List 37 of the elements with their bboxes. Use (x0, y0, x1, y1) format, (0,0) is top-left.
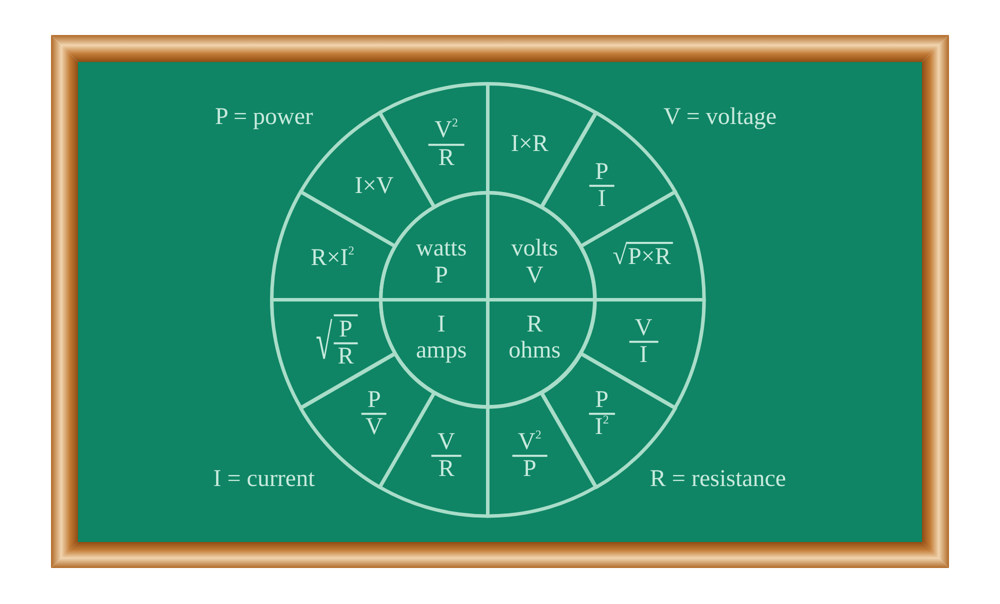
numerator: V$^{2}$ (428, 118, 464, 146)
numerator: V (432, 429, 461, 456)
unit-label: ohms (508, 338, 561, 364)
denominator: I$^{2}$ (594, 414, 610, 440)
denominator: R (437, 456, 456, 482)
variable-definition: P = power (215, 104, 313, 130)
radical-sign: √ (612, 242, 627, 269)
variable-definition: R = resistance (650, 466, 786, 492)
unit-label: watts (416, 236, 467, 262)
variable-definition: I = current (213, 466, 315, 492)
formula-text: R×I$^{2}$ (310, 245, 354, 272)
denominator: I (596, 187, 607, 212)
radicand: P×R (626, 242, 673, 270)
numerator: P (361, 388, 387, 415)
quantity-symbol: V (526, 262, 544, 289)
numerator: V$^{2}$ (512, 429, 548, 456)
quantity-symbol: R (526, 311, 543, 338)
denominator: V (364, 414, 384, 440)
formula-segment (270, 298, 398, 410)
quantity-symbol: P (434, 262, 448, 289)
radical-sign: √ (316, 316, 333, 367)
variable-definition: V = voltage (663, 104, 777, 130)
numerator: V (628, 315, 658, 343)
denominator: I (638, 342, 648, 368)
denominator: R (437, 145, 456, 171)
numerator: P (334, 314, 358, 344)
formula-text: I×R (510, 131, 548, 158)
numerator: P (589, 388, 615, 415)
unit-label: volts (511, 236, 558, 262)
formula-text: I×V (354, 172, 394, 200)
denominator: R (336, 344, 355, 370)
denominator: P (522, 456, 538, 482)
formula-segment (578, 298, 706, 410)
numerator: P (589, 160, 615, 188)
formula-segment (578, 190, 706, 302)
unit-label: amps (416, 338, 467, 364)
quantity-symbol: I (437, 311, 446, 338)
